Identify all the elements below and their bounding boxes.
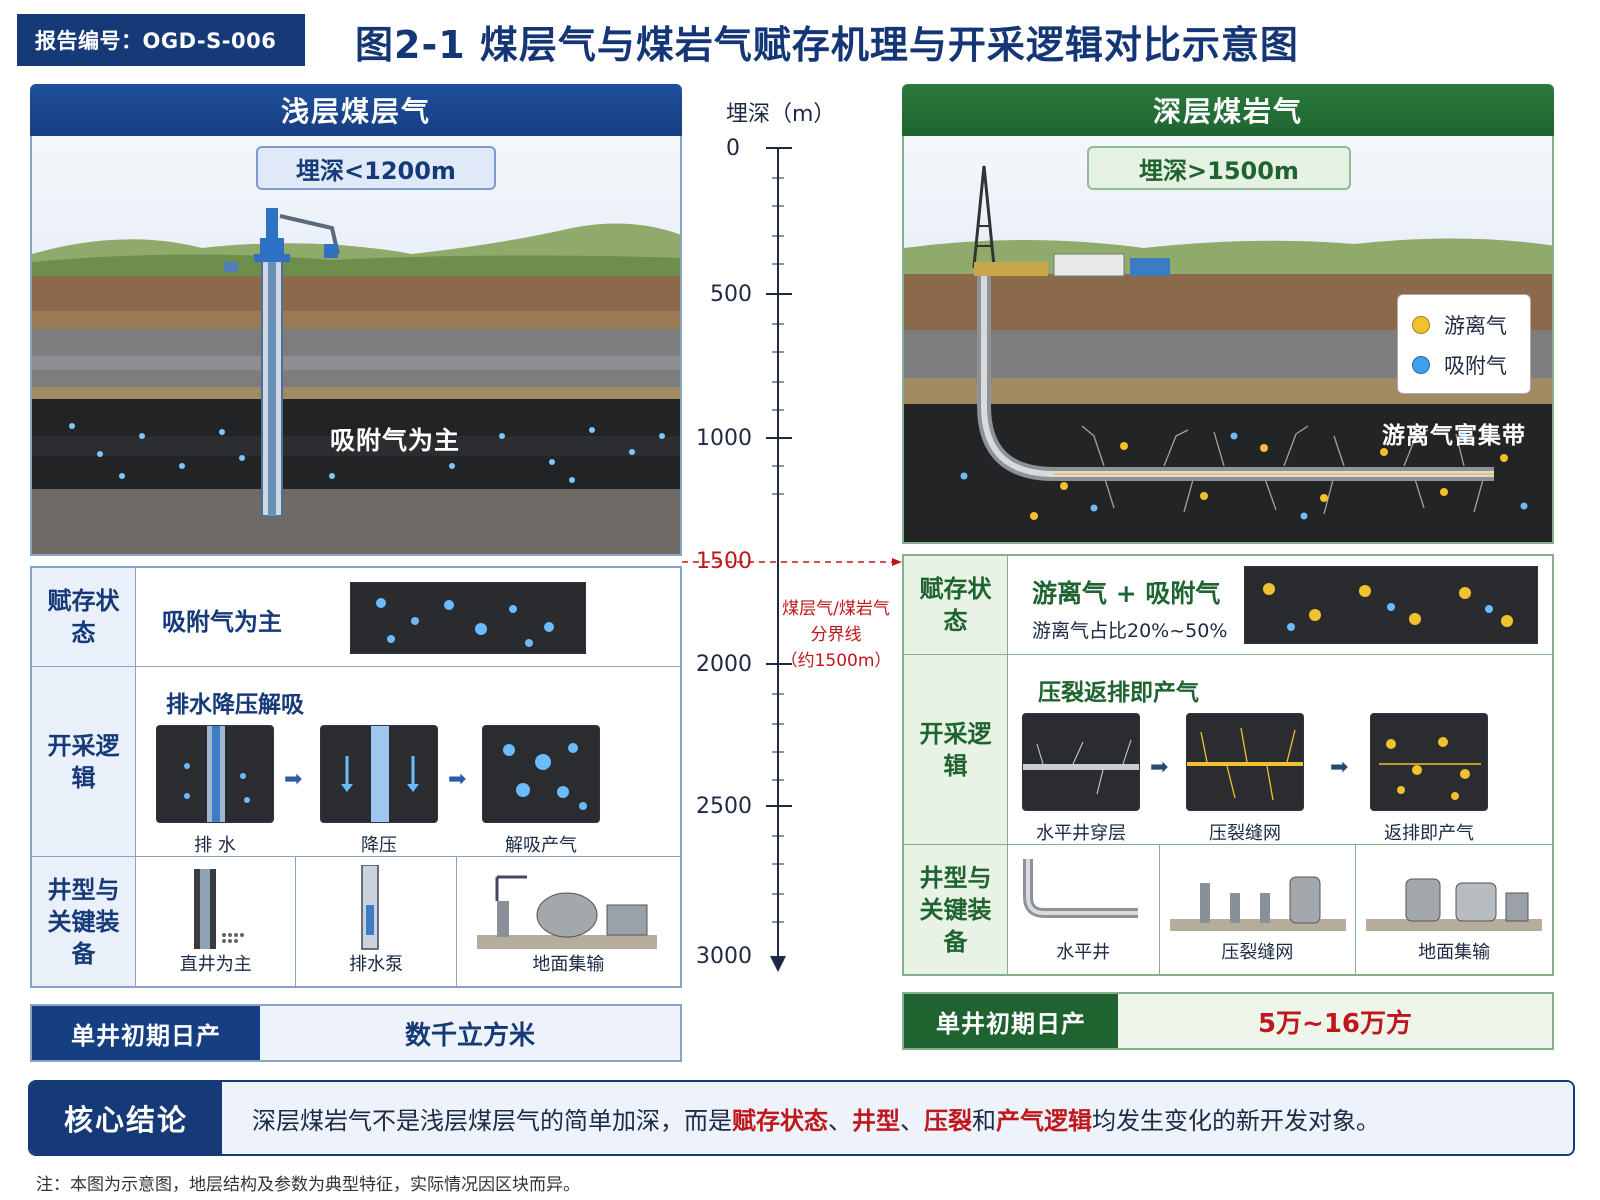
shallow-logic-title: 排水降压解吸 — [166, 692, 304, 718]
production-head: 单井初期日产 — [32, 1006, 260, 1060]
deep-info-table: 赋存状态 游离气 + 吸附气 游离气占比20%~50% 开采逻辑 压裂返排即产气… — [902, 554, 1554, 976]
equip-gathering: 地面集输 — [455, 857, 680, 986]
deep-geology-illustration — [904, 136, 1552, 542]
adsorbed-gas-thumbnail — [350, 582, 586, 654]
report-id-badge: 报告编号：OGD-S-006 — [17, 14, 305, 66]
equip-gathering: 地面集输 — [1355, 845, 1552, 974]
boundary-note: 煤层气/煤岩气 分界线 （约1500m） — [780, 599, 892, 671]
row-head-logic: 开采逻辑 — [32, 667, 136, 856]
row-head-state: 赋存状态 — [904, 556, 1008, 654]
deep-logic-title: 压裂返排即产气 — [1038, 680, 1199, 706]
page-title: 图2-1 煤层气与煤岩气赋存机理与开采逻辑对比示意图 — [355, 22, 1299, 67]
deep-depth-label: 埋深>1500m — [1087, 146, 1351, 190]
depth-axis-title: 埋深（m） — [726, 102, 836, 127]
adsorbed-gas-legend-icon — [1412, 356, 1430, 374]
deep-geology-scene: 埋深>1500m 游离气 吸附气 游离气富集带 — [902, 136, 1554, 544]
arrow-right-icon: ➡ — [448, 767, 467, 792]
arrow-right-icon: ➡ — [1150, 755, 1169, 780]
shallow-info-table: 赋存状态 吸附气为主 开采逻辑 排水降压解吸 排 水 ➡ 降压 — [30, 566, 682, 988]
step-horizontal-well: 水平井穿层 — [1022, 713, 1140, 845]
shallow-depth-label: 埋深<1200m — [256, 146, 496, 190]
row-head-equipment: 井型与关键装备 — [904, 845, 1008, 974]
step-depressurize: 降压 — [320, 725, 438, 857]
equip-drain-pump: 排水泵 — [295, 857, 455, 986]
step-drain: 排 水 — [156, 725, 274, 857]
deep-production: 单井初期日产 5万~16万方 — [902, 992, 1554, 1050]
mixed-gas-thumbnail — [1244, 566, 1538, 644]
shallow-cbm-panel: 浅层煤层气 — [30, 84, 682, 1062]
footnote: 注：本图为示意图，地层结构及参数为典型特征，实际情况因区块而异。 — [36, 1175, 580, 1195]
depth-axis — [682, 147, 902, 972]
shallow-production: 单井初期日产 数千立方米 — [30, 1004, 682, 1062]
equip-horizontal-well: 水平井 — [1008, 845, 1159, 974]
panel-title-shallow: 浅层煤层气 — [30, 84, 682, 136]
depth-tick: 1000 — [696, 426, 752, 451]
depth-tick: 500 — [710, 282, 752, 307]
free-gas-legend-icon — [1412, 316, 1430, 334]
arrow-right-icon: ➡ — [284, 767, 303, 792]
equip-vertical-well: 直井为主 — [136, 857, 295, 986]
depth-tick: 2500 — [696, 794, 752, 819]
shallow-scene-label: 吸附气为主 — [330, 426, 461, 455]
production-head: 单井初期日产 — [904, 994, 1118, 1048]
production-value: 数千立方米 — [260, 1006, 680, 1060]
panel-title-deep: 深层煤岩气 — [902, 84, 1554, 136]
shallow-geology-illustration — [32, 136, 680, 554]
deep-state-text: 游离气 + 吸附气 — [1032, 579, 1221, 608]
deep-scene-label: 游离气富集带 — [1382, 423, 1526, 449]
shallow-state-text: 吸附气为主 — [162, 608, 282, 636]
depth-tick-boundary: 1500 — [696, 549, 752, 574]
production-value: 5万~16万方 — [1118, 994, 1552, 1048]
step-fracture-network: 压裂缝网 — [1186, 713, 1304, 845]
arrow-right-icon: ➡ — [1330, 755, 1349, 780]
core-conclusion: 核心结论 深层煤岩气不是浅层煤层气的简单加深，而是赋存状态、井型、压裂和产气逻辑… — [28, 1080, 1575, 1156]
equip-fracturing: 压裂缝网 — [1158, 845, 1356, 974]
conclusion-head: 核心结论 — [30, 1082, 222, 1154]
shallow-geology-scene: 埋深<1200m 吸附气为主 — [30, 136, 682, 556]
depth-tick: 2000 — [696, 652, 752, 677]
deep-state-sub: 游离气占比20%~50% — [1032, 620, 1228, 642]
depth-tick: 0 — [726, 136, 740, 161]
step-desorb: 解吸产气 — [482, 725, 600, 857]
depth-tick: 3000 — [696, 944, 752, 969]
conclusion-text: 深层煤岩气不是浅层煤层气的简单加深，而是赋存状态、井型、压裂和产气逻辑均发生变化… — [222, 1082, 1573, 1154]
row-head-logic: 开采逻辑 — [904, 655, 1008, 844]
row-head-equipment: 井型与关键装备 — [32, 857, 136, 986]
gas-legend: 游离气 吸附气 — [1397, 294, 1531, 394]
deep-coal-rock-gas-panel: 深层煤岩气 — [902, 84, 1554, 1050]
row-head-state: 赋存状态 — [32, 568, 136, 666]
step-flowback: 返排即产气 — [1370, 713, 1488, 845]
